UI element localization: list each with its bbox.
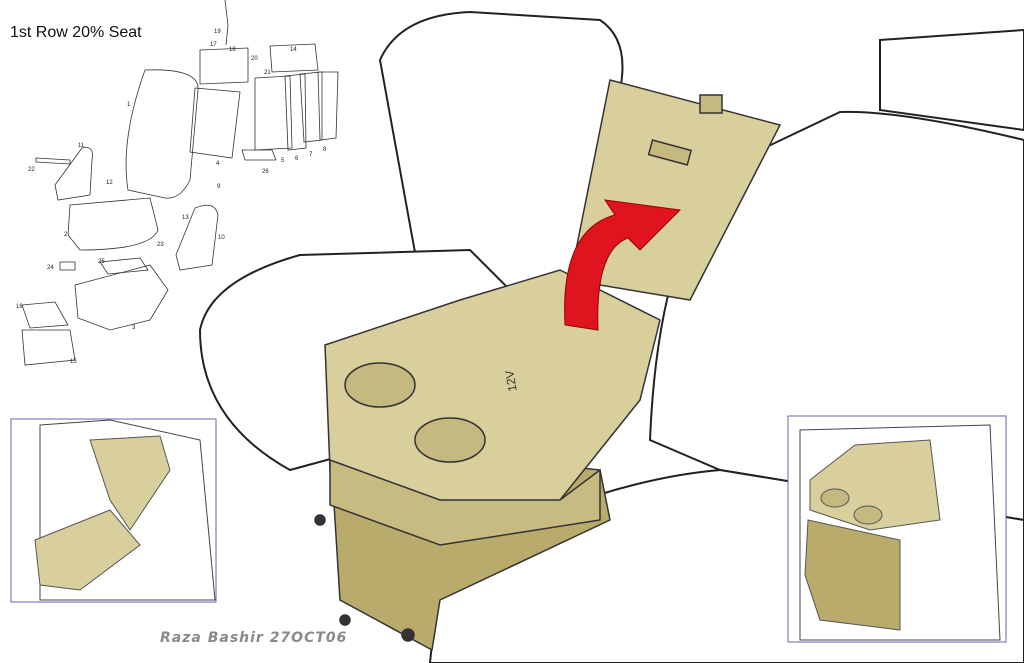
part-number-label: 5 xyxy=(281,158,285,164)
part-number-label: 23 xyxy=(157,242,164,248)
part-number-label: 15 xyxy=(70,359,77,365)
part-number-label: 25 xyxy=(98,259,105,265)
part-number-label: 13 xyxy=(182,215,189,221)
inset-right-console-view xyxy=(787,415,1007,643)
part-number-label: 12 xyxy=(106,180,113,186)
part-number-label: 24 xyxy=(47,265,54,271)
open-lid-arrow-icon xyxy=(564,199,682,331)
part-number-label: 11 xyxy=(78,143,85,149)
12v-outlet-label: 12V xyxy=(502,369,519,392)
exploded-parts-diagram xyxy=(21,0,339,366)
part-number-label: 16 xyxy=(16,304,23,310)
part-number-label: 2 xyxy=(64,232,68,238)
part-number-label: 7 xyxy=(309,152,313,158)
part-number-label: 1 xyxy=(127,102,131,108)
artist-signature: Raza Bashir 27OCT06 xyxy=(160,630,348,646)
part-number-label: 26 xyxy=(262,169,269,175)
part-number-label: 3 xyxy=(132,325,136,331)
part-number-label: 17 xyxy=(210,42,217,48)
part-number-label: 18 xyxy=(229,47,236,53)
part-number-label: 8 xyxy=(323,147,327,153)
part-number-label: 9 xyxy=(217,184,221,190)
diagram-title: 1st Row 20% Seat xyxy=(10,24,142,41)
part-number-label: 21 xyxy=(264,70,271,76)
part-number-label: 10 xyxy=(218,235,225,241)
inset-left-seat-view xyxy=(10,418,217,603)
part-number-label: 14 xyxy=(290,47,297,53)
part-number-label: 20 xyxy=(251,56,258,62)
part-number-label: 6 xyxy=(295,156,299,162)
center-console xyxy=(314,79,782,652)
part-number-label: 4 xyxy=(216,161,220,167)
part-number-label: 19 xyxy=(214,29,221,35)
part-number-label: 22 xyxy=(28,167,35,173)
